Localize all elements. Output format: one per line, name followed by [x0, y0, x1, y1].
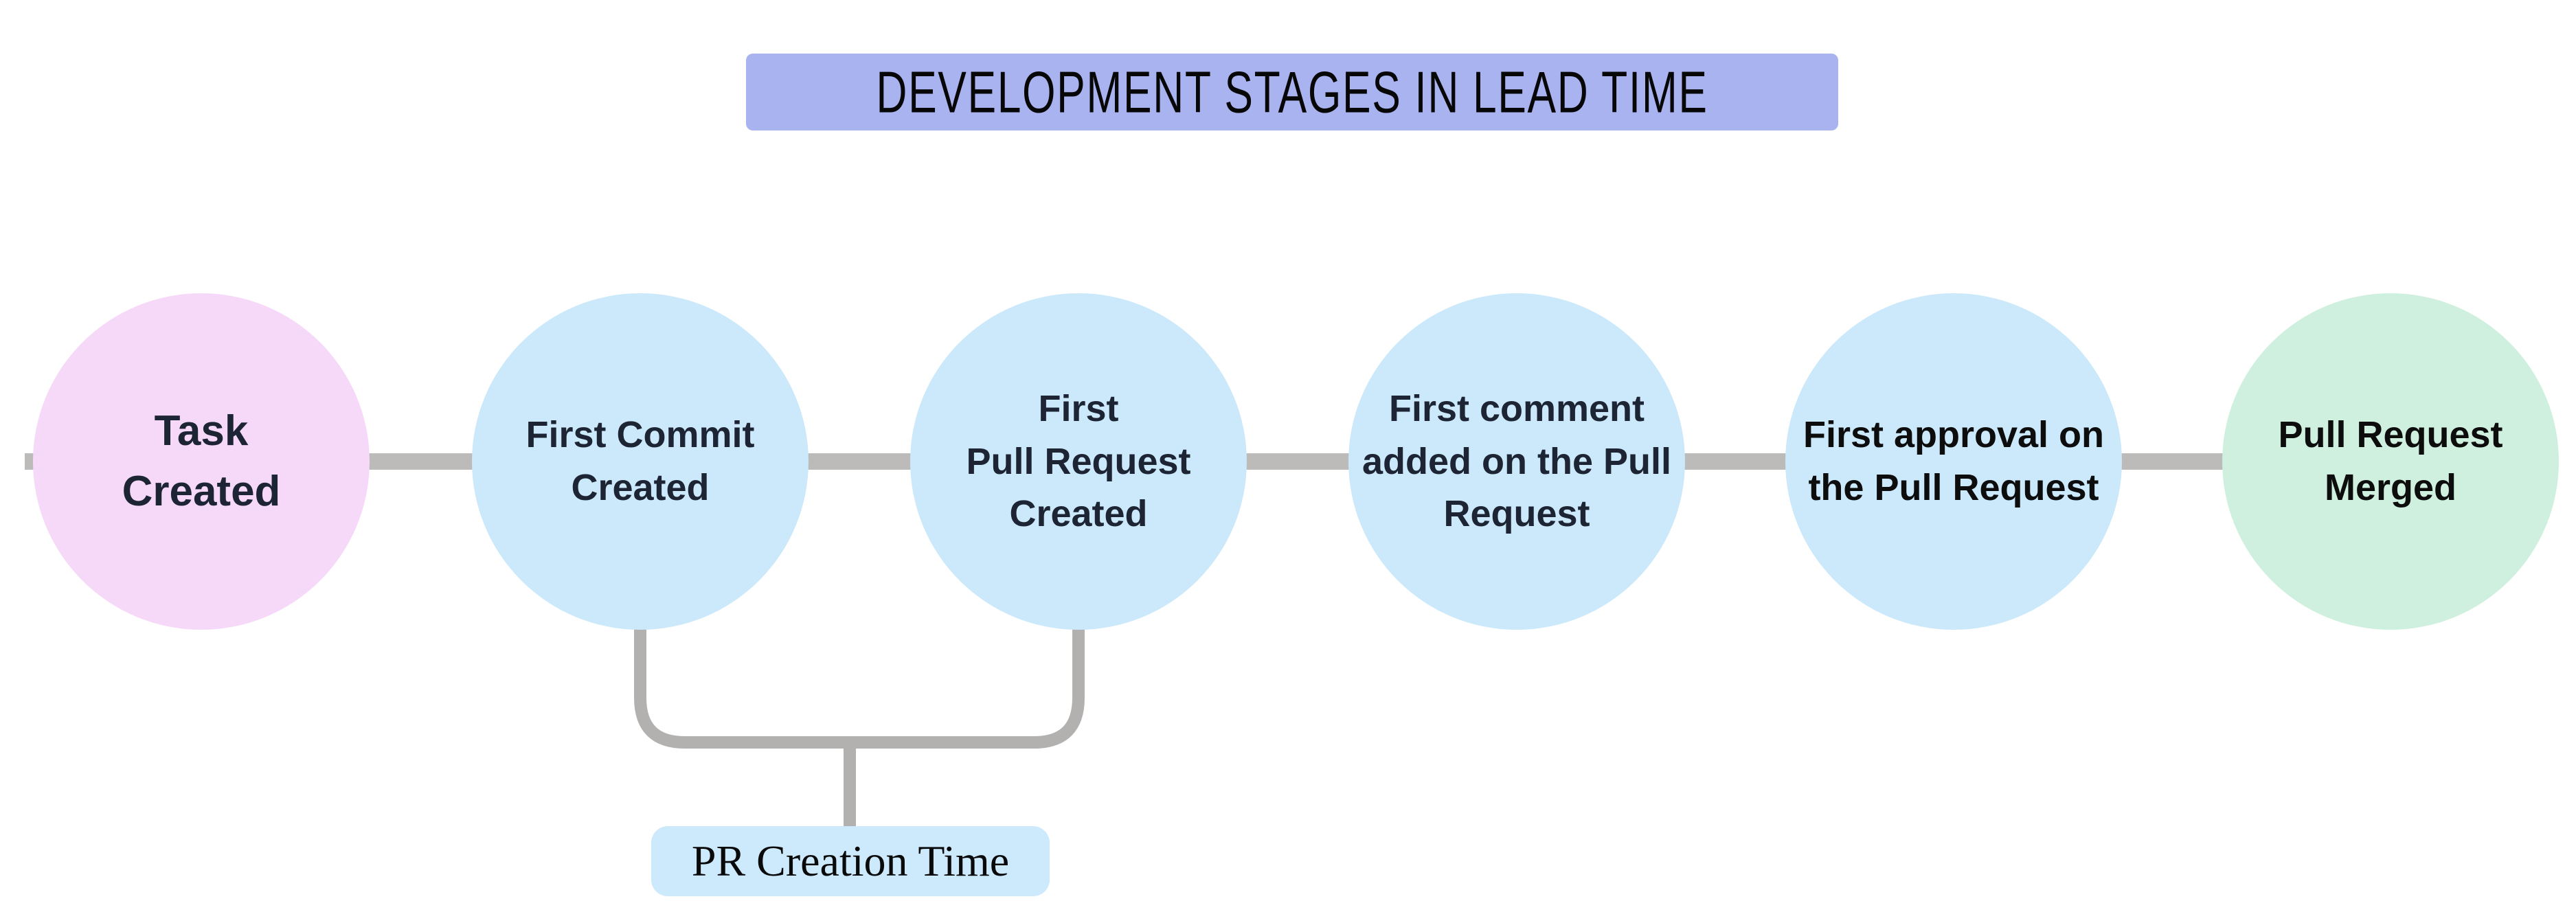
pr-creation-time-label: PR Creation Time: [691, 836, 1010, 885]
node-pull-request-merged: Pull Request Merged: [2222, 293, 2559, 630]
node-first-pull-request-created: First Pull Request Created: [910, 293, 1247, 630]
node-first-approval: First approval on the Pull Request: [1785, 293, 2122, 630]
node-label: Task Created: [122, 407, 281, 515]
node-first-comment-added: First comment added on the Pull Request: [1348, 293, 1685, 630]
node-label: First Pull Request Created: [966, 387, 1191, 535]
node-label: First approval on the Pull Request: [1803, 414, 2105, 508]
node-label: First Commit Created: [526, 414, 755, 508]
node-label: Pull Request Merged: [2278, 414, 2503, 508]
node-label: First comment added on the Pull Request: [1362, 387, 1671, 535]
title-banner: DEVELOPMENT STAGES IN LEAD TIME: [746, 54, 1838, 130]
page-title: DEVELOPMENT STAGES IN LEAD TIME: [876, 58, 1708, 125]
node-task-created: Task Created: [33, 293, 370, 630]
bracket-curve: [634, 618, 1085, 749]
pr-creation-time-label-box: PR Creation Time: [651, 826, 1050, 896]
node-first-commit-created: First Commit Created: [472, 293, 809, 630]
